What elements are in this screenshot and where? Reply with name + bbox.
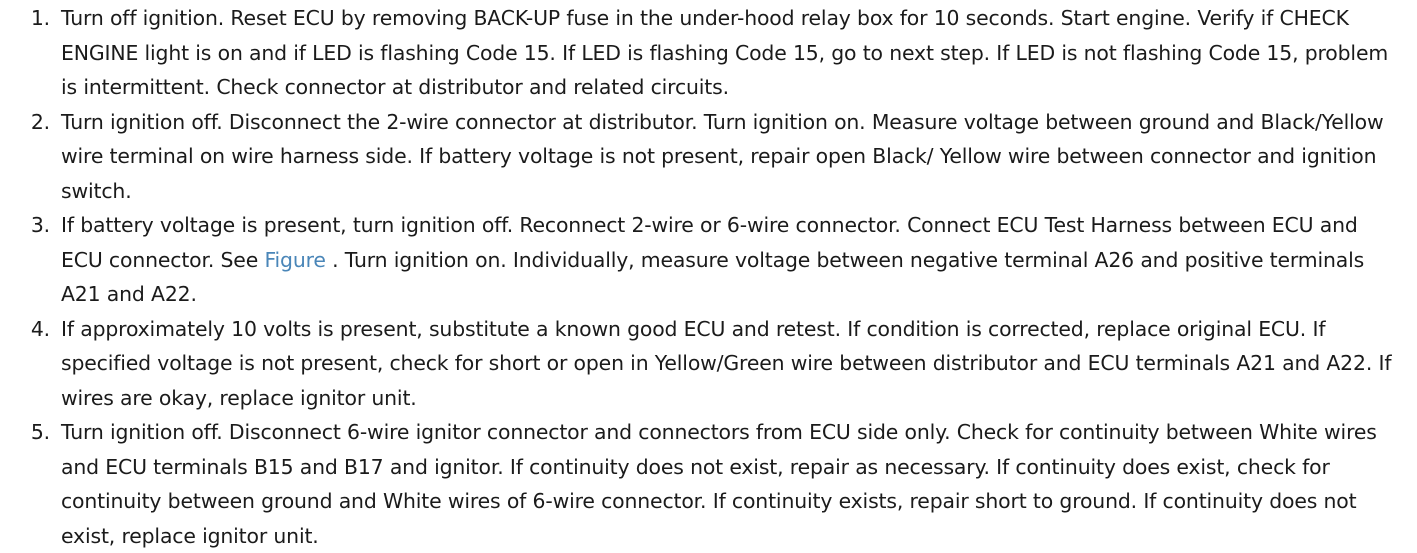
step-1: 1. Turn off ignition. Reset ECU by remov… [0,1,1417,105]
step-text-after-link: . Turn ignition on. Individually, measur… [61,247,1365,307]
step-5: 5. Turn ignition off. Disconnect 6-wire … [0,415,1417,553]
step-2: 2. Turn ignition off. Disconnect the 2-w… [0,105,1417,209]
step-text: Turn ignition off. Disconnect the 2-wire… [61,109,1384,203]
step-number: 5. [30,420,50,444]
step-text: If approximately 10 volts is present, su… [61,316,1392,410]
step-number: 1. [30,6,50,30]
step-text: Turn ignition off. Disconnect 6-wire ign… [61,420,1377,548]
step-3: 3. If battery voltage is present, turn i… [0,208,1417,312]
figure-link[interactable]: Figure [264,247,326,272]
step-number: 3. [30,213,50,237]
step-text-before-link: If battery voltage is present, turn igni… [61,213,1358,272]
step-text: Turn off ignition. Reset ECU by removing… [61,6,1389,99]
step-number: 4. [30,316,50,341]
step-4: 4. If approximately 10 volts is present,… [0,312,1417,416]
step-number: 2. [30,109,50,134]
